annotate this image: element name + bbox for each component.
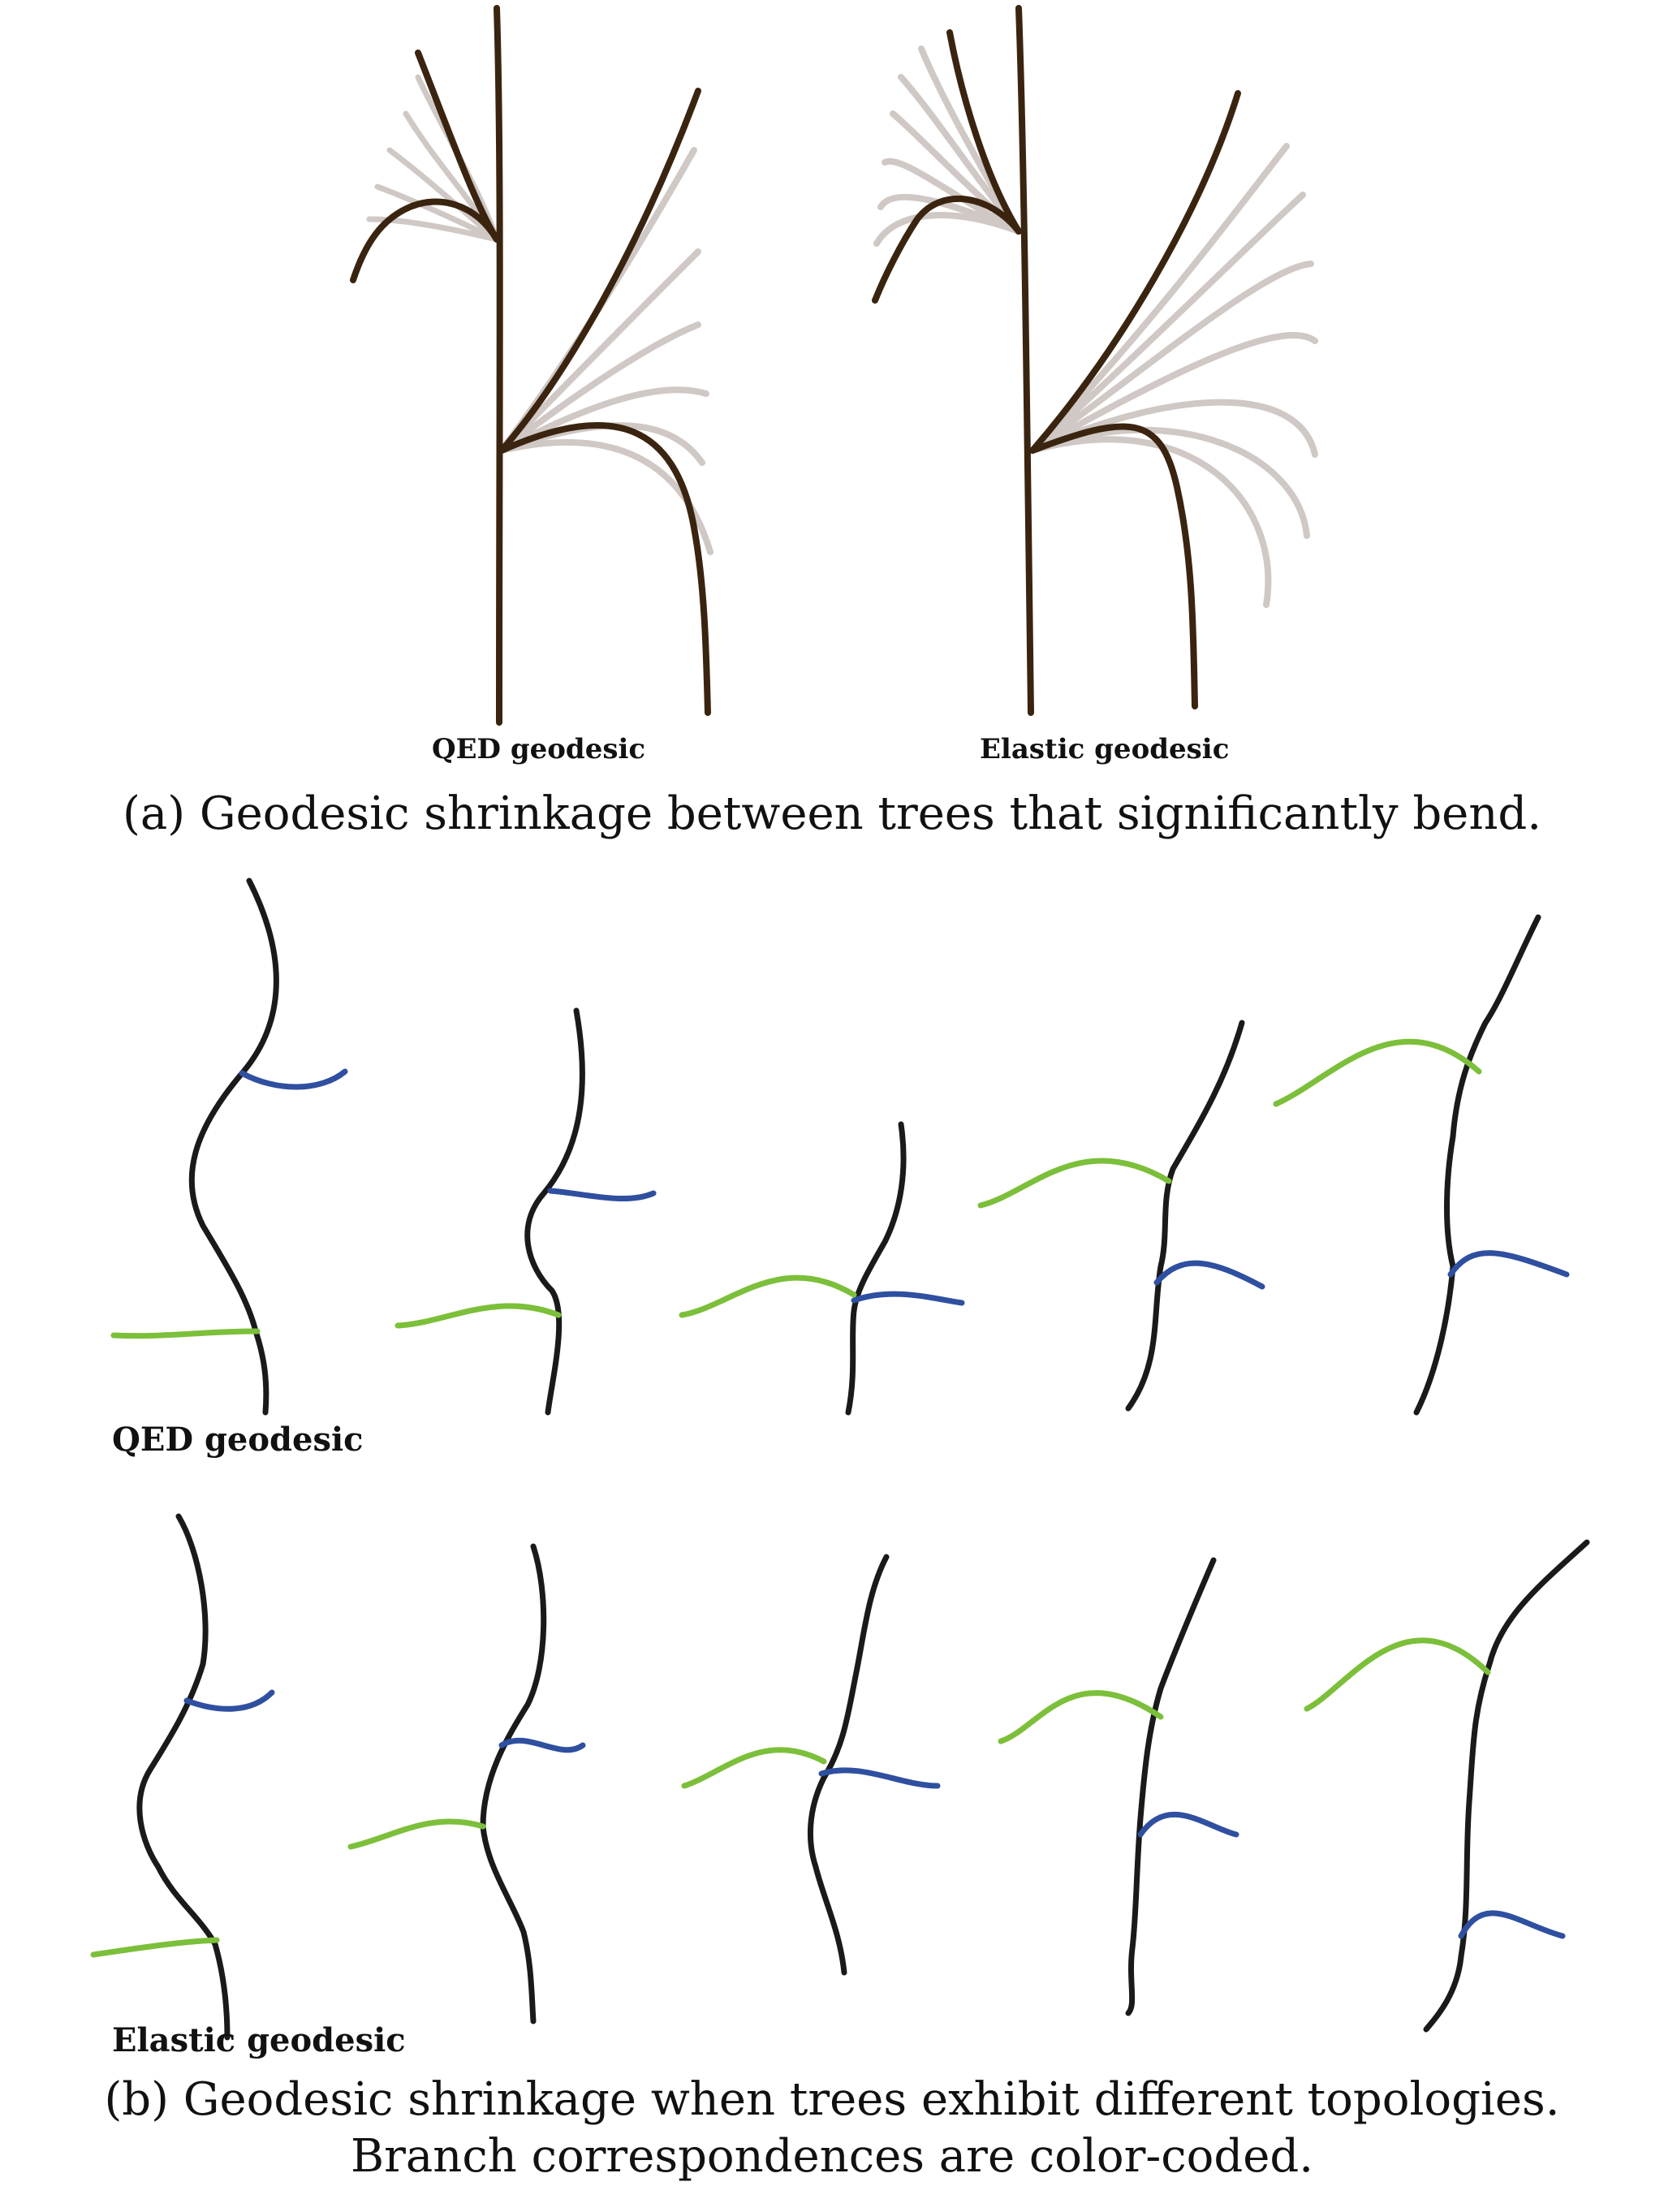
elastic-tree-1 <box>90 1513 275 2041</box>
elastic-lower-ghost-branches <box>1029 143 1318 608</box>
elastic-trunk <box>1015 5 1034 716</box>
elastic-tree-5 <box>1304 1539 1590 2033</box>
elastic-lower-branch-end <box>1029 423 1198 709</box>
qed-trunk <box>494 5 503 726</box>
panel-b-caption-line2: Branch correspondences are color-coded. <box>350 2130 1314 2183</box>
qed-tree-3 <box>679 1121 965 1416</box>
panel-b-elastic-row <box>90 1513 1590 2041</box>
qed-tree-1 <box>110 877 348 1416</box>
panel-a-qed-label: QED geodesic <box>432 733 646 765</box>
elastic-tree-3 <box>681 1554 941 1976</box>
panel-b-qed-row <box>110 877 1570 1416</box>
qed-lower-branch-end <box>498 421 711 716</box>
panel-b-caption-line1: (b) Geodesic shrinkage when trees exhibi… <box>104 2073 1560 2126</box>
panel-b-caption: (b) Geodesic shrinkage when trees exhibi… <box>0 2072 1664 2185</box>
panel-a-qed-tree <box>350 5 713 726</box>
qed-tree-4 <box>977 1020 1265 1412</box>
panel-a-caption-text: (a) Geodesic shrinkage between trees tha… <box>122 787 1542 840</box>
panel-b-elastic-label: Elastic geodesic <box>112 2021 406 2059</box>
qed-trunk-and-final-branches <box>350 5 711 726</box>
panel-b-qed-label: QED geodesic <box>112 1421 364 1459</box>
qed-tree-2 <box>394 1007 657 1416</box>
qed-lower-ghost-branches <box>498 147 713 555</box>
elastic-tree-2 <box>347 1543 586 2024</box>
qed-upper-branch-end <box>350 198 500 283</box>
elastic-upper-branch-start <box>946 29 1022 235</box>
panel-a-elastic-label: Elastic geodesic <box>980 733 1230 765</box>
panel-a-caption: (a) Geodesic shrinkage between trees tha… <box>0 786 1664 843</box>
panel-a-elastic-tree <box>872 5 1318 716</box>
elastic-lower-branch-start <box>1029 90 1241 454</box>
qed-tree-5 <box>1273 914 1570 1416</box>
elastic-upper-branch-end <box>872 196 1022 304</box>
qed-lower-branch-start <box>498 88 701 454</box>
elastic-tree-4 <box>998 1557 1239 2016</box>
elastic-trunk-and-final-branches <box>872 5 1241 716</box>
